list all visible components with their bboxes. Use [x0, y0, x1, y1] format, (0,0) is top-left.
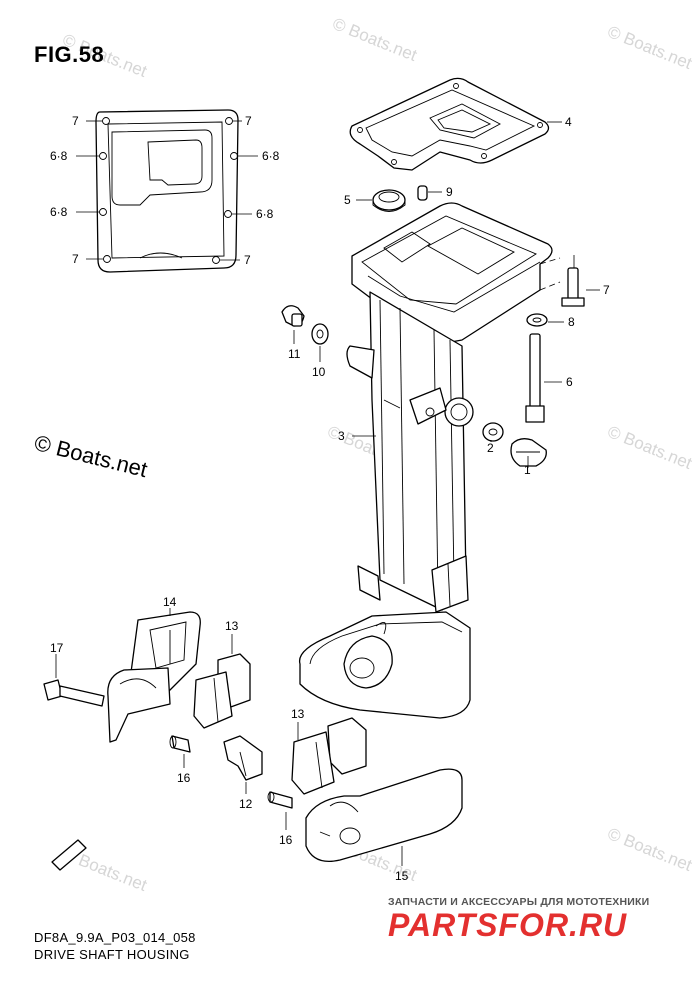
callout-6-8: 6·8: [50, 149, 68, 163]
callout-14: 14: [163, 595, 177, 609]
figure-code: DF8A_9.9A_P03_014_058: [34, 930, 196, 945]
callout-17: 17: [50, 641, 64, 655]
bolt-part-17: [43, 679, 105, 707]
washer-part-10: [311, 323, 329, 345]
gasket-outline-left: [95, 109, 239, 273]
callout-1: 1: [524, 463, 531, 477]
callout-7: 7: [72, 252, 79, 266]
callout-4: 4: [565, 115, 572, 129]
callout-13: 13: [291, 707, 305, 721]
bracket-part-14: [107, 611, 201, 743]
callout-11: 11: [288, 347, 301, 361]
mount-part-13-lower: [291, 717, 367, 795]
shop-tagline: ЗАПЧАСТИ И АКСЕССУАРЫ ДЛЯ МОТОТЕХНИКИ: [388, 896, 650, 908]
shop-logo: PARTSFOR.RU: [388, 907, 628, 943]
callout-5: 5: [344, 193, 351, 207]
callout-6-8: 6·8: [256, 207, 274, 221]
callout-7: 7: [244, 253, 251, 267]
oil-seal-part-5: [372, 189, 406, 212]
mount-part-13-upper: [193, 653, 251, 729]
collar-part-16-lower: [267, 791, 293, 809]
stopper-part-12: [223, 735, 263, 781]
callout-10: 10: [312, 365, 326, 379]
dowel-pin-part-9: [417, 185, 428, 201]
callout-2: 2: [487, 441, 494, 455]
figure-title: FIG.58: [34, 42, 105, 67]
callout-7: 7: [72, 114, 79, 128]
callout-8: 8: [568, 315, 575, 329]
callout-9: 9: [446, 185, 453, 199]
collar-part-16-left: [169, 735, 191, 753]
callout-7: 7: [245, 114, 252, 128]
bracket-part-15: [305, 768, 463, 863]
callout-16: 16: [279, 833, 293, 847]
bolt-part-6: [525, 333, 545, 423]
bolt-part-11: [281, 305, 305, 327]
callout-16: 16: [177, 771, 191, 785]
callout-12: 12: [239, 797, 253, 811]
callout-7: 7: [603, 283, 610, 297]
callout-labels: 7 7 6·8 6·8 6·8 6·8 7 7 4 5 9 7 8 6 11 1…: [50, 114, 610, 883]
callout-15: 15: [395, 869, 409, 883]
plug-part-1: [510, 438, 547, 467]
callout-13: 13: [225, 619, 239, 633]
drive-shaft-housing-part-3: [298, 202, 553, 719]
washer-part-8: [526, 313, 548, 327]
callout-3: 3: [338, 429, 345, 443]
figure-caption: DRIVE SHAFT HOUSING: [34, 947, 190, 962]
bolt-part-7: [561, 267, 585, 307]
callout-6-8: 6·8: [50, 205, 68, 219]
forward-direction-arrow: FWD: [51, 839, 87, 871]
callout-6: 6: [566, 375, 573, 389]
gasket-part-4: [349, 77, 550, 171]
callout-6-8: 6·8: [262, 149, 280, 163]
gasket-part-2: [482, 422, 504, 442]
